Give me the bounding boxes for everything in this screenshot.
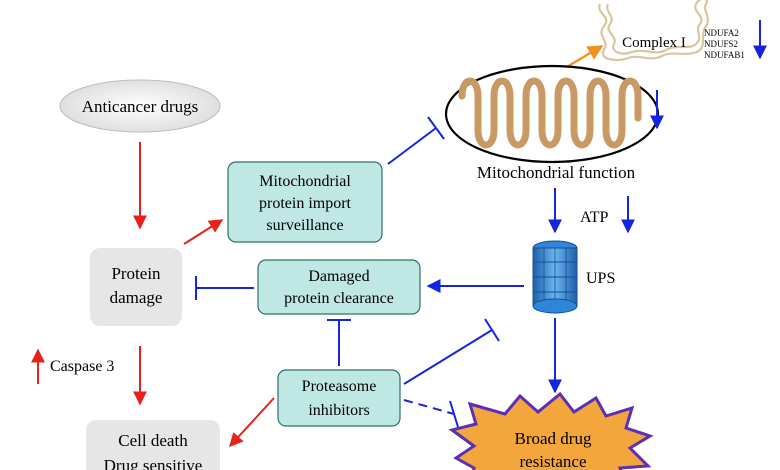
proteasome-inhibitors-node	[277, 369, 401, 427]
caspase3-label: Caspase 3	[50, 358, 114, 375]
clearance-inhibits-damage-edge	[195, 276, 254, 300]
surveillance-label-line3: surveillance	[266, 217, 343, 234]
surveillance-label-line1: Mitochondrial	[259, 173, 351, 190]
clearance-label-line1: Damaged	[308, 268, 369, 285]
mito-import-surveillance-node	[227, 161, 383, 243]
inhibitors-label-line2: inhibitors	[308, 402, 369, 419]
cell-death-node	[86, 420, 220, 470]
cell-death-label-line1: Cell death	[118, 431, 188, 450]
inhibitors-inhibit-clearance-edge	[327, 319, 351, 366]
protein-damage-label-line2: damage	[110, 288, 163, 307]
inhibitors-to-death-arrow	[229, 397, 275, 448]
surveillance-inhibits-mito-edge	[387, 116, 445, 165]
inhibitors-inhibit-resistance-edge	[403, 399, 459, 428]
complex-i-label: Complex I	[622, 35, 686, 51]
cell-death-label-line2: Drug sensitive	[104, 456, 203, 470]
broad-drug-resistance-node	[448, 391, 654, 470]
damage-to-surveillance-arrow	[183, 219, 224, 245]
proteasome-icon	[532, 240, 578, 314]
atp-label: ATP	[580, 209, 609, 226]
inhibitors-inhibit-ups-edge	[403, 318, 500, 385]
ndufs2-label: NDUFS2	[704, 39, 738, 49]
protein-damage-node	[90, 248, 182, 326]
damaged-protein-clearance-node	[257, 259, 421, 315]
inhibitors-label-line1: Proteasome	[302, 378, 377, 395]
protein-damage-label-line1: Protein	[111, 264, 161, 283]
resistance-label-line2: resistance	[519, 452, 586, 470]
surveillance-label-line2: protein import	[259, 195, 352, 212]
anticancer-drugs-node	[59, 79, 221, 133]
complex-i-protein-squiggle	[598, 0, 710, 61]
anticancer-drugs-label: Anticancer drugs	[82, 97, 199, 116]
ndufa2-label: NDUFA2	[704, 28, 739, 38]
ndufab1-label: NDUFAB1	[704, 50, 745, 60]
resistance-label-line1: Broad drug	[515, 429, 592, 448]
ups-label: UPS	[586, 270, 615, 287]
mitochondrial-function-label: Mitochondrial function	[477, 163, 636, 182]
mitochondrion-icon	[444, 64, 660, 164]
clearance-label-line2: protein clearance	[284, 290, 394, 307]
